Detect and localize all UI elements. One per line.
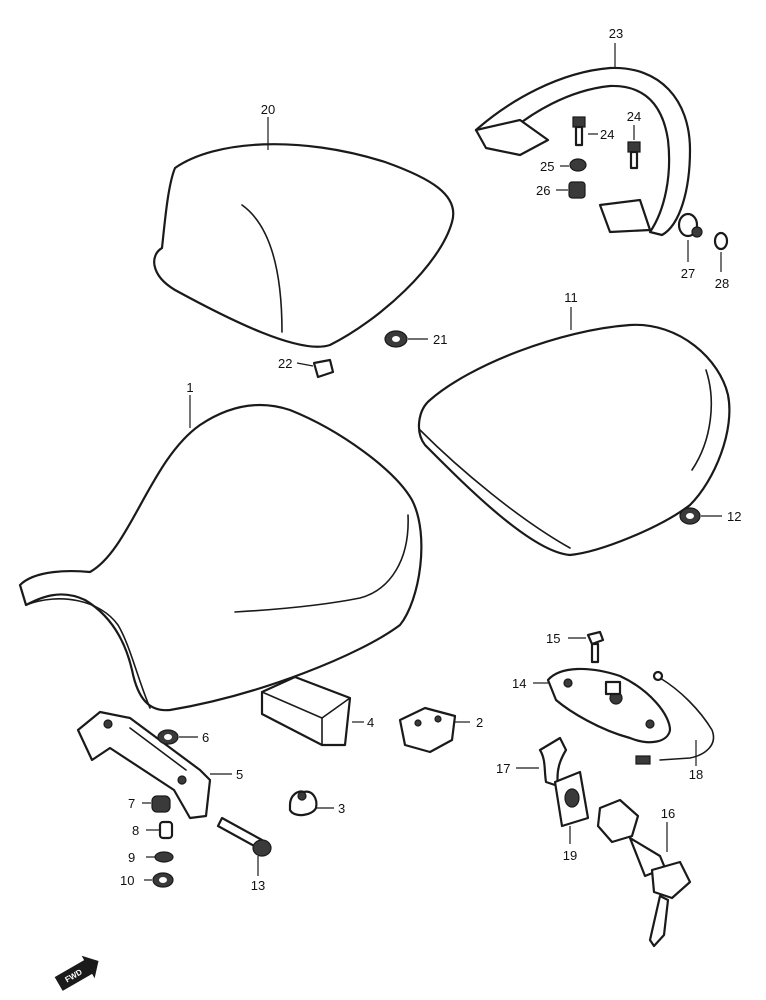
callout-6: 6	[202, 730, 209, 745]
part-19-cover-plate	[553, 770, 590, 844]
part-23-grab-rail	[474, 43, 692, 237]
callout-3: 3	[338, 801, 345, 816]
part-27-damper	[677, 212, 703, 262]
part-7-bushing	[142, 795, 171, 813]
part-20-seat-cover	[153, 117, 455, 348]
part-9-washer	[146, 851, 174, 863]
callout-9: 9	[128, 850, 135, 865]
part-26-collar	[556, 181, 586, 199]
fwd-arrow-icon: FWD	[54, 955, 99, 991]
part-13-bolt	[216, 816, 272, 876]
part-4-pouch	[260, 675, 364, 747]
callout-1: 1	[186, 380, 193, 395]
part-17-latch	[516, 736, 568, 788]
callout-12: 12	[727, 509, 741, 524]
callout-5: 5	[236, 767, 243, 782]
part-14-lock-plate	[533, 667, 672, 744]
part-2-bumper	[398, 706, 470, 754]
callout-25: 25	[540, 159, 554, 174]
callout-8: 8	[132, 823, 139, 838]
callout-19: 19	[563, 848, 577, 863]
part-28-cap	[713, 231, 729, 272]
callout-21: 21	[433, 332, 447, 347]
callout-24-right: 24	[627, 109, 641, 124]
part-22-bolt	[296, 358, 335, 379]
callout-28: 28	[715, 276, 729, 291]
part-5-bracket	[76, 710, 232, 820]
callout-24-left: 24	[600, 127, 614, 142]
callout-18: 18	[689, 767, 703, 782]
part-18-cable	[635, 670, 715, 766]
part-25-washer	[560, 158, 587, 172]
callout-4: 4	[367, 715, 374, 730]
callout-labels: 23 20 24 24 25 26 27 28 11 21 22 1 12 15…	[120, 26, 741, 893]
callout-7: 7	[128, 796, 135, 811]
part-6-washer	[157, 729, 198, 745]
part-1-rider-seat	[18, 395, 423, 712]
callout-20: 20	[261, 102, 275, 117]
part-24-bolt-right	[627, 125, 641, 170]
callout-13: 13	[251, 878, 265, 893]
part-10-nut	[144, 872, 174, 888]
callout-26: 26	[536, 183, 550, 198]
callout-16: 16	[661, 806, 675, 821]
callout-14: 14	[512, 676, 526, 691]
callout-17: 17	[496, 761, 510, 776]
callout-23: 23	[609, 26, 623, 41]
part-15-bolt	[568, 630, 605, 664]
part-16-lock-cylinder	[596, 798, 692, 948]
part-8-collar	[146, 820, 174, 840]
part-12-nut	[679, 507, 722, 525]
part-21-nut	[384, 330, 428, 348]
part-3-grommet	[288, 790, 334, 817]
part-11-pillion-seat	[417, 307, 731, 557]
callout-11: 11	[564, 290, 578, 305]
callout-27: 27	[681, 266, 695, 281]
callout-2: 2	[476, 715, 483, 730]
callout-10: 10	[120, 873, 134, 888]
part-24-bolt-left	[572, 116, 598, 147]
callout-15: 15	[546, 631, 560, 646]
callout-22: 22	[278, 356, 292, 371]
